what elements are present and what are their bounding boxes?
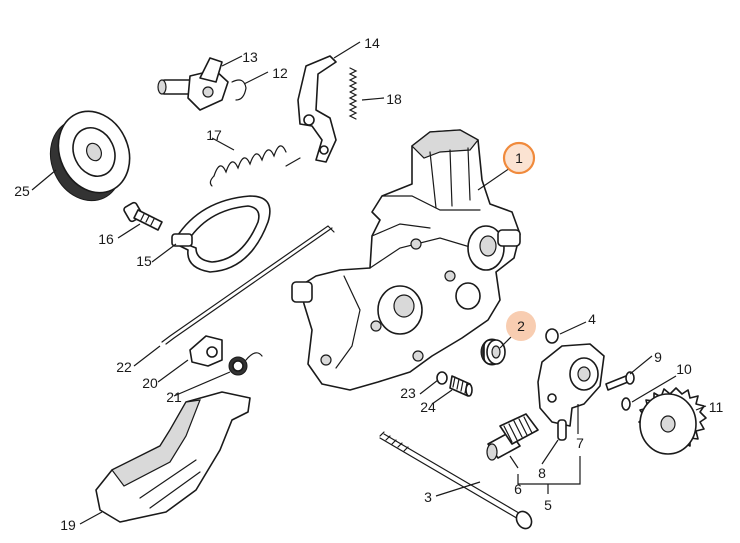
label-8[interactable]: 8: [538, 465, 546, 481]
label-17[interactable]: 17: [206, 127, 222, 143]
label-16[interactable]: 16: [98, 231, 114, 247]
part-20-bracket: [189, 335, 223, 367]
label-13[interactable]: 13: [242, 49, 258, 65]
label-18[interactable]: 18: [386, 91, 402, 107]
label-19[interactable]: 19: [60, 517, 76, 533]
label-24[interactable]: 24: [420, 399, 436, 415]
part-8-pin: [557, 419, 567, 441]
part-6-worm-shaft: [486, 413, 539, 461]
callout-1-highlight: [502, 141, 536, 175]
label-15[interactable]: 15: [136, 253, 152, 269]
label-9[interactable]: 9: [654, 349, 662, 365]
label-10[interactable]: 10: [676, 361, 692, 377]
part-19-cover: [95, 391, 251, 523]
part-7-pump-body: [537, 343, 605, 427]
label-11[interactable]: 11: [709, 399, 724, 415]
label-7[interactable]: 7: [576, 435, 584, 451]
label-14[interactable]: 14: [364, 35, 380, 51]
callout-2-highlight: [506, 311, 536, 341]
label-25[interactable]: 25: [14, 183, 30, 199]
label-5[interactable]: 5: [544, 497, 552, 513]
label-4[interactable]: 4: [588, 311, 596, 327]
label-23[interactable]: 23: [400, 385, 416, 401]
part-2-bushing: [480, 338, 506, 366]
part-15-brake-band: [171, 195, 271, 273]
part-10-washer: [621, 397, 631, 411]
part-12-clip: [231, 79, 247, 101]
part-18-spring: [348, 67, 358, 120]
part-1-housing: [291, 129, 521, 391]
part-4-o-ring: [545, 328, 559, 344]
part-21-torsion-spring: [228, 352, 263, 376]
leader-lines: [31, 41, 707, 525]
part-16-bolt: [123, 201, 163, 231]
label-12[interactable]: 12: [272, 65, 288, 81]
label-22[interactable]: 22: [116, 359, 132, 375]
label-21[interactable]: 21: [166, 389, 182, 405]
part-17-tension-spring: [209, 145, 301, 187]
label-2[interactable]: 2: [517, 318, 525, 334]
part-3-long-bolt: [379, 431, 533, 530]
label-3[interactable]: 3: [424, 489, 432, 505]
label-6[interactable]: 6: [514, 481, 522, 497]
part-25-drum: [49, 110, 131, 202]
part-14-linkage: [297, 55, 337, 163]
part-23-o-ring: [436, 371, 448, 385]
part-9-screw: [605, 371, 635, 391]
part-11-gear: [638, 387, 707, 455]
label-20[interactable]: 20: [142, 375, 158, 391]
label-1[interactable]: 1: [515, 150, 523, 166]
part-13-lever-shaft: [157, 57, 229, 111]
part-24-fitting: [449, 375, 473, 397]
part-22-rod: [161, 225, 335, 345]
